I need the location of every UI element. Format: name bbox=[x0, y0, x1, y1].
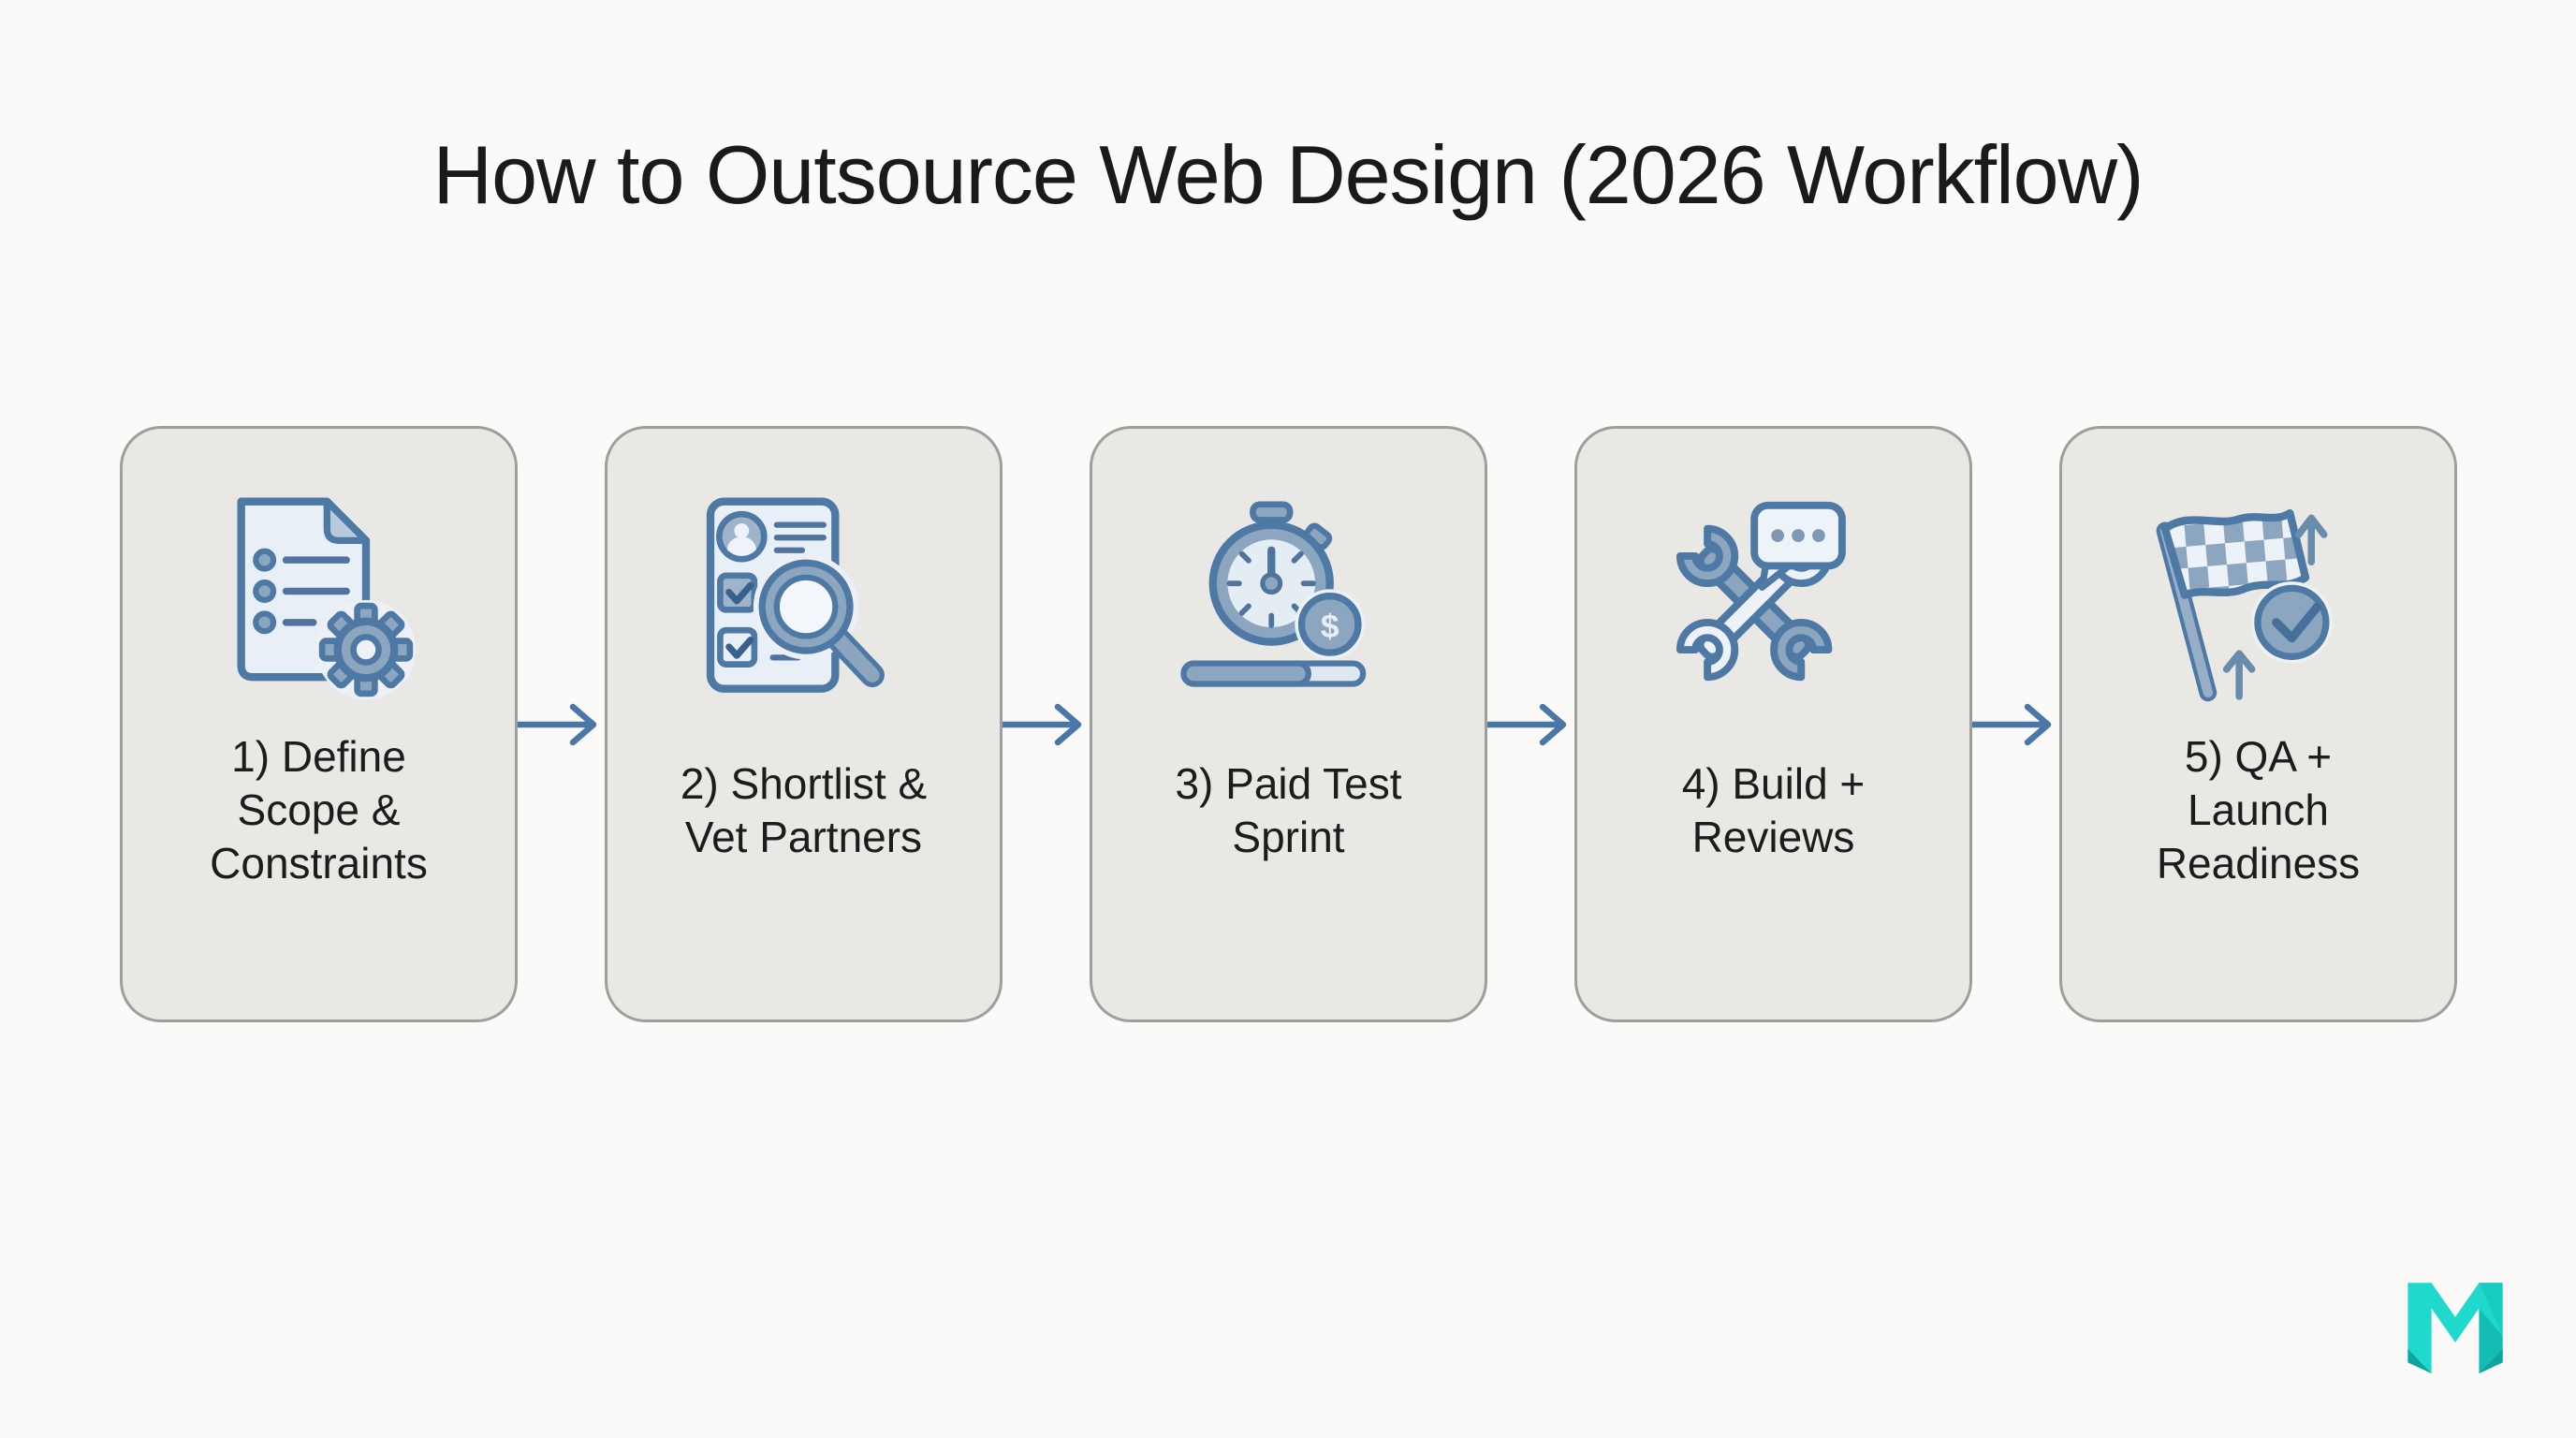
step-card-3: $ 3) Paid Test Sprint bbox=[1090, 426, 1487, 1022]
flow-arrow-2 bbox=[1003, 695, 1090, 755]
step-3-line-1: 3) Paid Test bbox=[1175, 758, 1402, 808]
crossed-wrenches-comment-icon bbox=[1676, 501, 1846, 681]
step-card-5: 5) QA + Launch Readiness bbox=[2059, 426, 2457, 1022]
page-title: How to Outsource Web Design (2026 Workfl… bbox=[432, 128, 2144, 221]
dollar-symbol: $ bbox=[1320, 608, 1339, 645]
m-logo-icon bbox=[2408, 1283, 2503, 1374]
candidate-checklist-magnifier-icon bbox=[706, 497, 885, 693]
step-2-line-2: Vet Partners bbox=[684, 812, 923, 861]
step-3-label: 3) Paid Test Sprint bbox=[1092, 724, 1485, 897]
step-3-icon-box: $ bbox=[1092, 483, 1485, 722]
step-5-line-2: Launch bbox=[2188, 785, 2329, 834]
step-4-icon-box bbox=[1577, 483, 1969, 722]
brand-m-logo bbox=[2402, 1275, 2509, 1386]
step-5-label: 5) QA + Launch Readiness bbox=[2062, 724, 2454, 897]
step-1-line-3: Constraints bbox=[210, 839, 428, 888]
step-card-1: 1) Define Scope & Constraints bbox=[120, 426, 518, 1022]
step-2-label: 2) Shortlist & Vet Partners bbox=[607, 724, 1000, 897]
step-4-line-1: 4) Build + bbox=[1681, 758, 1866, 808]
step-1-line-2: Scope & bbox=[237, 785, 401, 834]
right-arrow-icon bbox=[1003, 703, 1082, 745]
flow-arrow-4 bbox=[1972, 695, 2059, 755]
flow-arrow-3 bbox=[1487, 695, 1574, 755]
step-card-2: 2) Shortlist & Vet Partners bbox=[605, 426, 1003, 1022]
document-list-gear-icon bbox=[237, 497, 416, 699]
step-card-4: 4) Build + Reviews bbox=[1574, 426, 1972, 1022]
step-4-label: 4) Build + Reviews bbox=[1577, 724, 1969, 897]
step-4-line-2: Reviews bbox=[1691, 812, 1855, 861]
step-5-line-3: Readiness bbox=[2156, 839, 2361, 888]
step-2-icon-box bbox=[607, 483, 1000, 722]
right-arrow-icon bbox=[1972, 703, 2052, 745]
right-arrow-icon bbox=[518, 703, 597, 745]
step-1-line-1: 1) Define bbox=[231, 732, 406, 781]
step-1-icon-box bbox=[123, 483, 515, 722]
step-2-line-1: 2) Shortlist & bbox=[680, 758, 928, 808]
step-5-icon-box bbox=[2062, 483, 2454, 722]
flow-arrow-1 bbox=[518, 695, 605, 755]
step-3-line-2: Sprint bbox=[1232, 812, 1345, 861]
right-arrow-icon bbox=[1487, 703, 1567, 745]
step-1-label: 1) Define Scope & Constraints bbox=[123, 724, 515, 897]
workflow-steps-row: 1) Define Scope & Constraints bbox=[120, 426, 2457, 1022]
stopwatch-dollar-progress-icon: $ bbox=[1179, 500, 1366, 687]
checkered-flag-check-icon bbox=[2156, 508, 2333, 701]
step-5-line-1: 5) QA + bbox=[2184, 732, 2333, 781]
